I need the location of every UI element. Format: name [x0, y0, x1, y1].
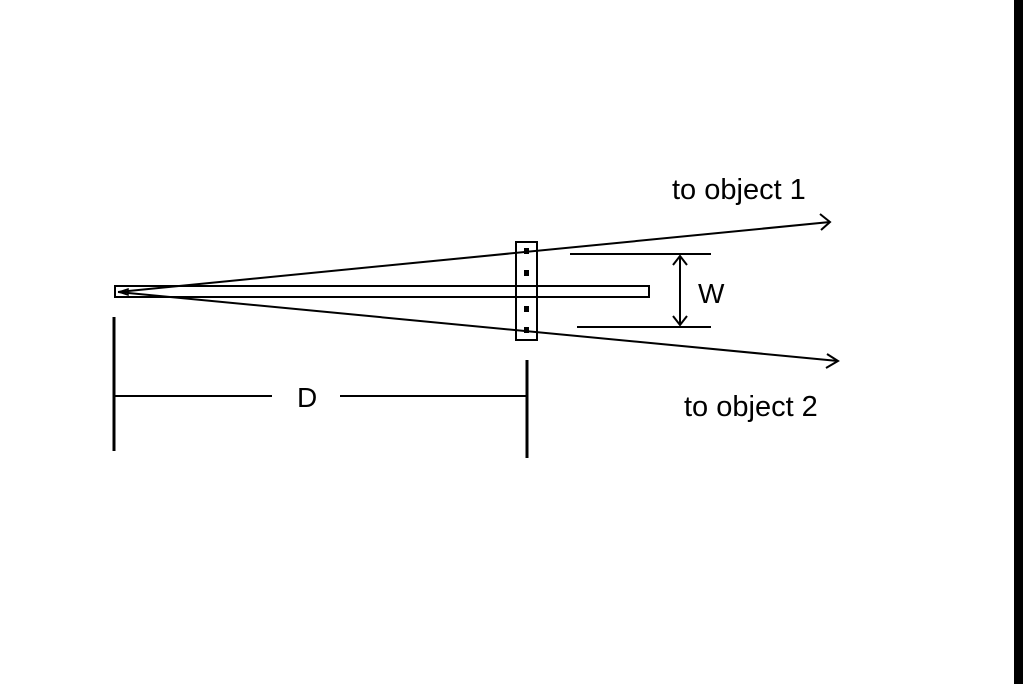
- width-arrow-bottom: [672, 315, 688, 327]
- label-width: W: [698, 278, 725, 309]
- width-arrow-top: [672, 254, 688, 266]
- sight-line-object-1: [117, 221, 831, 293]
- pin-1: [524, 248, 529, 254]
- arrowhead-object-2: [825, 353, 840, 369]
- pin-2: [524, 270, 529, 276]
- crossbar: [515, 241, 538, 341]
- sight-line-object-2: [117, 291, 839, 362]
- label-object-2: to object 2: [684, 391, 818, 423]
- label-distance: D: [297, 382, 317, 413]
- right-edge-bar: [1014, 0, 1023, 684]
- label-object-1: to object 1: [672, 174, 806, 206]
- measuring-stick: [114, 285, 650, 298]
- pin-3: [524, 306, 529, 312]
- pin-4: [524, 327, 529, 333]
- arrowhead-object-1: [819, 213, 832, 231]
